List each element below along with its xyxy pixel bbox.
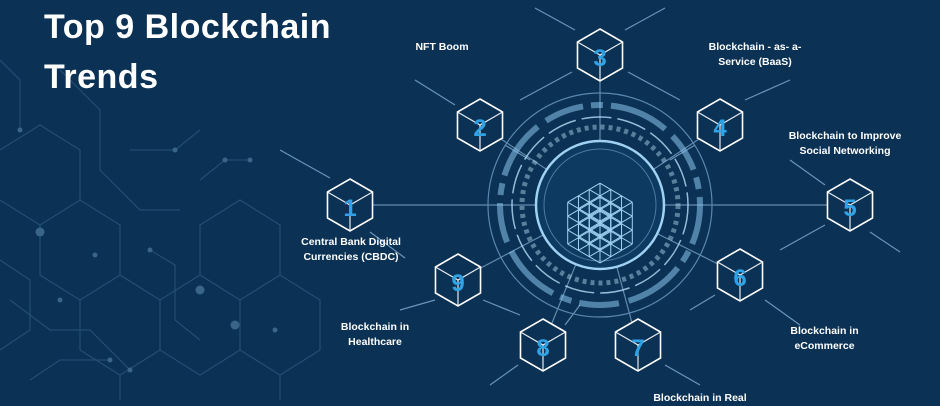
node-5-spoke-3 [779,224,826,251]
trend-node-3: 3 [576,28,624,82]
trend-node-1: 1 [326,178,374,232]
trend-label-7: Blockchain in Real [640,391,760,406]
trend-label-6: Blockchain in eCommerce [772,324,877,354]
node-3-spoke-3 [519,71,573,101]
node-3-spoke-4 [627,71,681,101]
trend-number-2: 2 [473,115,486,142]
trend-node-7: 7 [614,318,662,372]
trend-node-4: 4 [696,98,744,152]
node-1-spoke-1 [279,149,331,179]
trend-number-4: 4 [713,115,727,142]
trend-label-6-line-2: eCommerce [794,340,855,352]
trend-node-9: 9 [434,253,482,307]
trend-number-5: 5 [843,195,856,222]
trend-label-7-line-1: Blockchain in Real [653,392,747,404]
hub-outer-ring [487,92,713,318]
hub-cube-lattice-icon [567,182,633,264]
trend-number-9: 9 [451,270,464,297]
node-9-spoke-2 [482,299,521,316]
trend-number-7: 7 [631,335,644,362]
trend-number-1: 1 [343,195,356,222]
trend-label-9: Blockchain in Healthcare [325,320,425,350]
trend-nodes: 1 2 3 4 5 6 7 8 9 [326,28,874,372]
trend-node-8: 8 [519,318,567,372]
trend-label-9-line-2: Healthcare [348,336,402,348]
node-7-spoke-1 [664,364,701,386]
node-1-spoke-2 [369,231,406,259]
node-5-spoke-2 [869,231,901,253]
trend-number-6: 6 [733,265,746,292]
node-3-spoke-2 [624,7,666,31]
node-2-spoke-1 [414,79,456,106]
trend-label-5-line-1: Blockchain to Improve [788,130,902,142]
node-3-spoke-1 [534,7,576,31]
node-6-spoke-2 [689,294,716,311]
trend-label-2: NFT Boom [402,40,482,55]
trend-label-5-line-2: Social Networking [799,145,891,157]
hub-segment-ring [497,102,703,308]
page-title: Top 9 Blockchain Trends [44,2,331,102]
trend-label-4-line-2: Service (BaaS) [718,56,792,68]
background-node-dots [17,127,278,373]
trend-node-5: 5 [826,178,874,232]
node-8-spoke-1 [489,364,519,386]
trend-node-6: 6 [716,248,764,302]
trend-number-8: 8 [536,335,549,362]
central-hub [487,92,713,318]
trend-label-2-line-1: NFT Boom [415,41,469,53]
node-5-spoke-1 [789,159,826,186]
trend-number-3: 3 [593,45,606,72]
title-line-2: Trends [44,58,159,96]
trend-label-1-line-1: Central Bank Digital [301,236,401,248]
trend-label-4-line-1: Blockchain - as- a- [708,41,802,53]
node-8-spoke-2 [564,304,581,326]
trend-label-6-line-1: Blockchain in [790,325,859,337]
trend-label-5: Blockchain to Improve Social Networking [780,129,910,159]
trend-node-2: 2 [456,98,504,152]
trend-label-1-line-2: Currencies (CBDC) [303,251,399,263]
node-6-spoke-1 [764,299,801,326]
hub-dashed-ring [511,116,689,294]
node-9-spoke-1 [399,299,436,311]
title-line-1: Top 9 Blockchain [44,8,331,46]
trend-label-9-line-1: Blockchain in [340,321,410,333]
hub-tick-ring [519,124,681,286]
background-circuit-decoration [0,59,321,400]
trend-label-4: Blockchain - as- a- Service (BaaS) [690,40,820,70]
node-4-spoke-1 [744,79,791,101]
trend-label-1: Central Bank Digital Currencies (CBDC) [286,235,416,265]
